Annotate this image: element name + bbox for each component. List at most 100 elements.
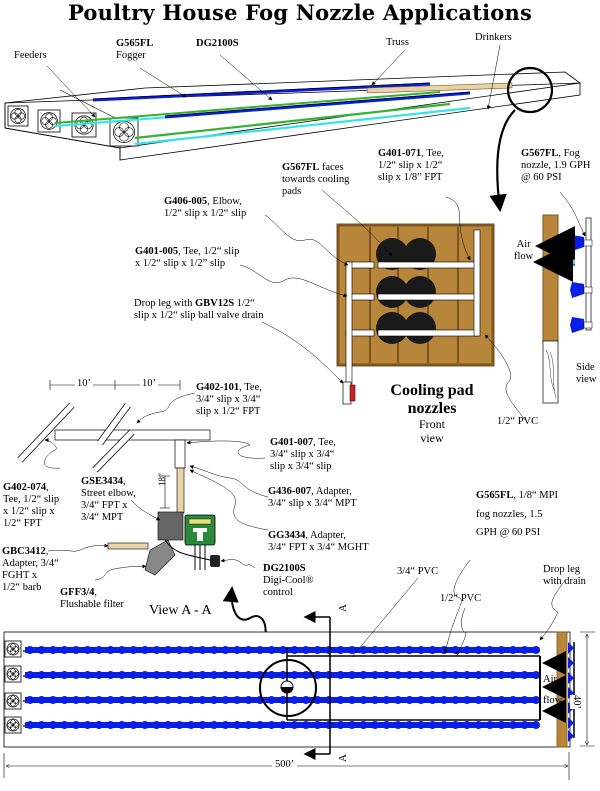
fog-nozzle — [417, 721, 425, 729]
fog-nozzle — [532, 696, 540, 704]
fog-nozzle — [37, 671, 46, 679]
fog-nozzle — [474, 646, 483, 654]
fog-nozzle — [405, 671, 414, 679]
fog-nozzle — [233, 721, 241, 729]
fog-nozzle — [313, 721, 322, 729]
fog-nozzle — [336, 696, 345, 704]
fog-nozzle — [463, 646, 471, 654]
fog-nozzle — [371, 696, 379, 704]
fog-nozzle — [210, 721, 218, 729]
fog-nozzle — [60, 696, 69, 704]
fog-nozzle — [451, 721, 460, 729]
fog-nozzle — [348, 696, 356, 704]
fog-nozzle — [267, 696, 276, 704]
fog-nozzle — [152, 646, 161, 654]
fog-nozzle — [497, 646, 506, 654]
dimension-18in: 18” — [157, 473, 167, 486]
fog-nozzle — [463, 671, 471, 679]
fan-icon — [4, 640, 22, 658]
fan-icon — [4, 716, 22, 734]
fog-nozzle — [95, 721, 103, 729]
view-a-a-arrow — [222, 586, 267, 641]
fog-nozzle — [221, 696, 230, 704]
fog-nozzle — [451, 696, 460, 704]
fog-nozzle — [221, 721, 230, 729]
fog-nozzle — [129, 696, 138, 704]
pad-pipe — [377, 261, 479, 269]
fog-nozzle — [394, 646, 402, 654]
fog-nozzle — [210, 646, 218, 654]
spray-pattern — [376, 312, 408, 344]
fog-nozzle — [382, 696, 391, 704]
feeder-line — [134, 102, 451, 140]
power-adapter — [210, 555, 220, 567]
side-pipe — [585, 217, 592, 331]
fog-nozzle — [26, 721, 34, 729]
label-feeders: Feeders — [14, 50, 47, 61]
fog-nozzle — [60, 721, 69, 729]
fog-nozzle — [164, 696, 172, 704]
fog-nozzle — [348, 671, 356, 679]
fog-nozzle — [394, 696, 402, 704]
fog-nozzle — [348, 721, 356, 729]
label-truss: Truss — [386, 37, 409, 48]
fog-nozzle — [509, 696, 517, 704]
fog-nozzle — [463, 696, 471, 704]
fog-nozzle — [302, 671, 310, 679]
cooling-pad-front — [239, 189, 526, 421]
cooling-pad-side — [533, 191, 593, 404]
label-three-quarter-pvc: 3/4“ PVC — [397, 566, 439, 577]
fog-nozzle — [382, 646, 391, 654]
valve-body — [157, 511, 184, 541]
view-a-a-assembly — [17, 380, 269, 641]
fog-nozzle — [72, 696, 80, 704]
fog-nozzle — [313, 646, 322, 654]
fog-nozzle — [532, 646, 540, 654]
adapter-stack — [176, 467, 185, 514]
fog-nozzle — [118, 646, 126, 654]
fog-nozzle — [440, 721, 448, 729]
fog-nozzle — [267, 646, 276, 654]
dimension-500ft: 500’ — [272, 759, 298, 771]
fog-nozzle — [440, 671, 448, 679]
label-g565fl-plan: G565FL, 1/8“ MPI — [476, 490, 558, 501]
fog-nozzle — [417, 696, 425, 704]
fog-nozzle — [290, 646, 299, 654]
detail-circle — [506, 66, 554, 114]
fog-nozzle — [49, 646, 57, 654]
fog-nozzle — [486, 671, 494, 679]
fog-nozzle — [417, 646, 425, 654]
fog-nozzle — [520, 646, 529, 654]
fog-nozzle — [221, 646, 230, 654]
fog-nozzle — [118, 671, 126, 679]
fog-nozzle — [313, 696, 322, 704]
drinker-tube — [366, 82, 513, 94]
fog-nozzle — [405, 696, 414, 704]
fog-nozzle — [290, 721, 299, 729]
fog-nozzle — [302, 646, 310, 654]
pad-side — [542, 214, 559, 343]
fog-nozzle — [106, 721, 115, 729]
fog-nozzle — [95, 696, 103, 704]
fog-nozzle — [474, 671, 483, 679]
fog-nozzle — [233, 671, 241, 679]
fog-nozzle — [187, 646, 195, 654]
fog-nozzle — [210, 696, 218, 704]
fog-nozzle — [520, 696, 529, 704]
fog-nozzle — [371, 721, 379, 729]
section-mark-bottom: A — [337, 754, 349, 762]
hose-barb-adapter — [107, 542, 149, 550]
fog-line — [164, 91, 471, 119]
fog-nozzle — [394, 671, 402, 679]
fog-nozzle — [474, 696, 483, 704]
label-drinkers: Drinkers — [475, 32, 512, 43]
label-gff34: GFF3/4,Flushable filter — [60, 587, 124, 610]
fog-nozzle — [49, 696, 57, 704]
plan-fog-lines — [23, 646, 540, 729]
fog-nozzle — [233, 696, 241, 704]
